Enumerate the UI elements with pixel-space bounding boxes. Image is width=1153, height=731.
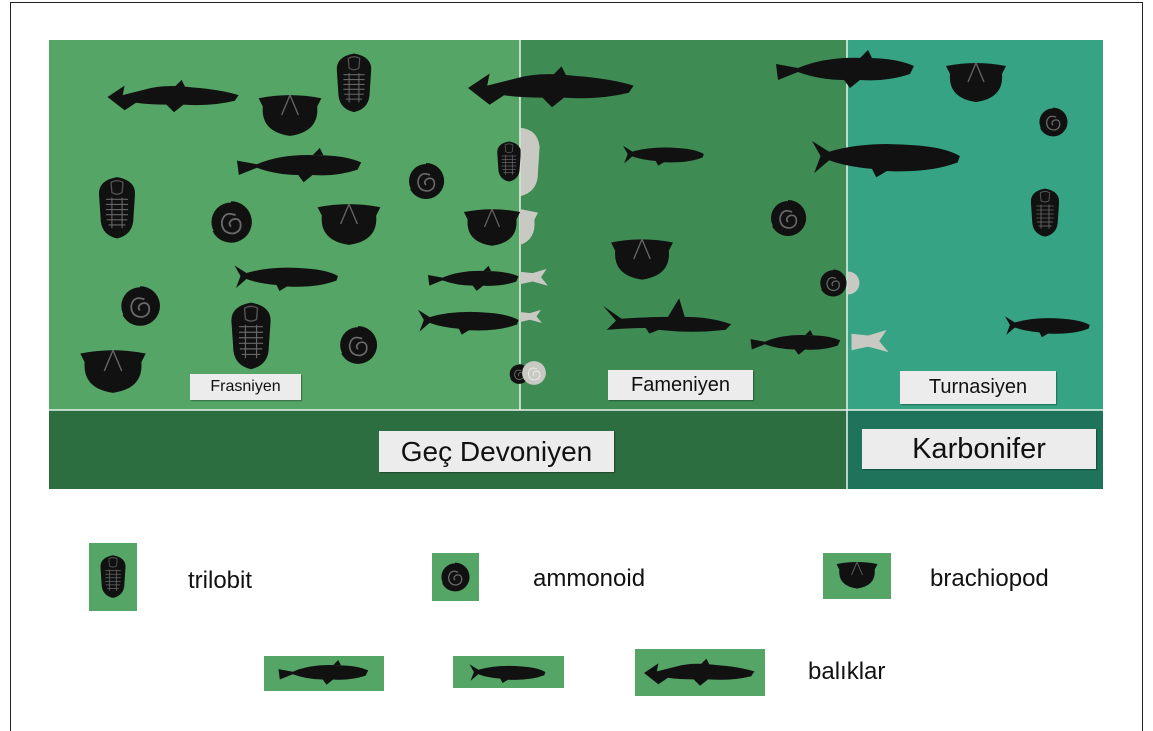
legend-symbols bbox=[89, 543, 891, 696]
legend-label-ammonoid: ammonoid bbox=[533, 565, 645, 593]
extinct-ammonoid-icon bbox=[522, 361, 546, 385]
stage-label-famennian: Fameniyen bbox=[608, 370, 753, 400]
legend-label-brachiopod: brachiopod bbox=[930, 565, 1049, 593]
trilobite-icon bbox=[99, 177, 135, 238]
trilobite-icon bbox=[337, 53, 371, 112]
trilobite-icon bbox=[100, 555, 125, 598]
trilobite-icon bbox=[497, 142, 521, 182]
trilobite-icon bbox=[1031, 189, 1059, 237]
period-label-carboniferous: Karbonifer bbox=[862, 429, 1096, 469]
legend-label-trilobite: trilobit bbox=[188, 567, 252, 595]
stage-label-frasnian: Frasniyen bbox=[190, 374, 301, 400]
legend-label-fish: balıklar bbox=[808, 658, 885, 686]
stage-label-tournaisian: Turnasiyen bbox=[900, 371, 1056, 404]
trilobite-icon bbox=[231, 303, 270, 370]
period-label-late-devonian: Geç Devoniyen bbox=[379, 431, 614, 472]
